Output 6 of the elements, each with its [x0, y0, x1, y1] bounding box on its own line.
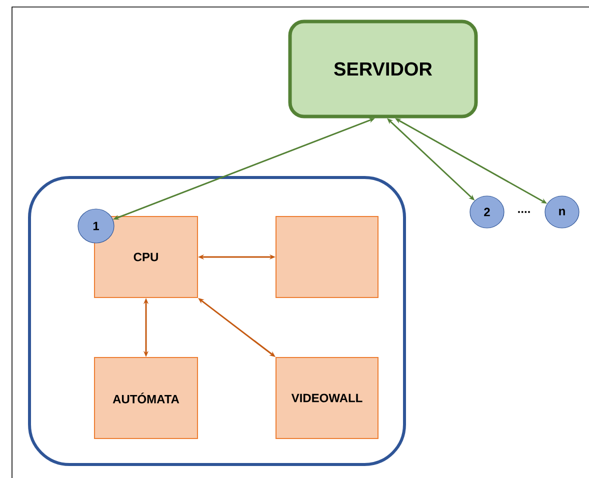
- device-box: AUTÓMATA: [94, 357, 198, 439]
- device-box: VIDEOWALL: [276, 357, 378, 439]
- device-box: [276, 216, 378, 298]
- ellipsis-text: ....: [518, 211, 530, 213]
- server-box: SERVIDOR: [288, 20, 478, 118]
- system-box: [28, 176, 406, 466]
